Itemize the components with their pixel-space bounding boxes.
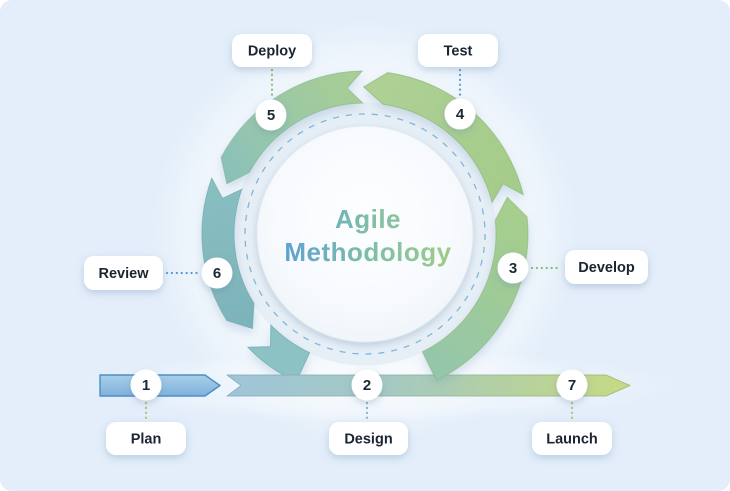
label-box — [106, 422, 186, 455]
label-box — [84, 256, 163, 290]
marker-step-7: 7 — [556, 369, 588, 401]
label-box — [565, 250, 648, 284]
marker-number: 7 — [568, 377, 576, 394]
title-line-2: Methodology — [284, 237, 451, 267]
label-box — [418, 34, 498, 67]
marker-number: 5 — [267, 107, 275, 124]
cycle-segment-deploy — [220, 70, 364, 185]
label-design: Design — [329, 422, 408, 455]
label-box — [329, 422, 408, 455]
title-line-1: Agile — [335, 204, 401, 234]
label-text: Plan — [131, 432, 162, 448]
step-markers: 1 2 3 4 5 6 7 — [130, 98, 588, 401]
center-title: Agile Methodology — [284, 204, 451, 267]
marker-number: 6 — [213, 265, 221, 282]
label-plan: Plan — [106, 422, 186, 455]
cycle-segment-test — [362, 72, 524, 204]
label-deploy: Deploy — [232, 34, 312, 67]
marker-number: 4 — [456, 106, 465, 123]
label-text: Test — [444, 44, 473, 60]
label-review: Review — [84, 256, 163, 290]
marker-circle — [255, 99, 287, 131]
label-box — [532, 422, 612, 455]
marker-circle — [130, 369, 162, 401]
marker-step-2: 2 — [351, 369, 383, 401]
label-text: Deploy — [248, 44, 296, 60]
marker-circle — [201, 257, 233, 289]
marker-circle — [497, 252, 529, 284]
label-test: Test — [418, 34, 498, 67]
center-disc — [256, 125, 474, 343]
marker-circle — [351, 369, 383, 401]
cycle-ring — [201, 70, 524, 383]
marker-step-6: 6 — [201, 257, 233, 289]
cycle-segment-tail — [246, 323, 311, 383]
connectors — [144, 68, 574, 421]
label-develop: Develop — [565, 250, 648, 284]
marker-number: 1 — [142, 377, 150, 394]
label-text: Review — [99, 266, 150, 282]
dashed-guide-circle — [244, 113, 486, 355]
label-launch: Launch — [532, 422, 612, 455]
marker-circle — [444, 98, 476, 130]
timeline-segment-main — [226, 374, 631, 397]
label-text: Develop — [578, 260, 635, 276]
step-labels: Plan Design Develop Test Deploy Review L… — [84, 34, 648, 455]
marker-number: 3 — [509, 260, 517, 277]
cycle-segment-develop — [421, 196, 529, 382]
label-text: Launch — [546, 432, 598, 448]
marker-circle — [556, 369, 588, 401]
cycle-segment-review — [201, 176, 255, 330]
marker-step-1: 1 — [130, 369, 162, 401]
label-text: Design — [344, 432, 392, 448]
marker-step-3: 3 — [497, 252, 529, 284]
marker-step-5: 5 — [255, 99, 287, 131]
marker-number: 2 — [363, 377, 371, 394]
label-box — [232, 34, 312, 67]
marker-step-4: 4 — [444, 98, 476, 130]
